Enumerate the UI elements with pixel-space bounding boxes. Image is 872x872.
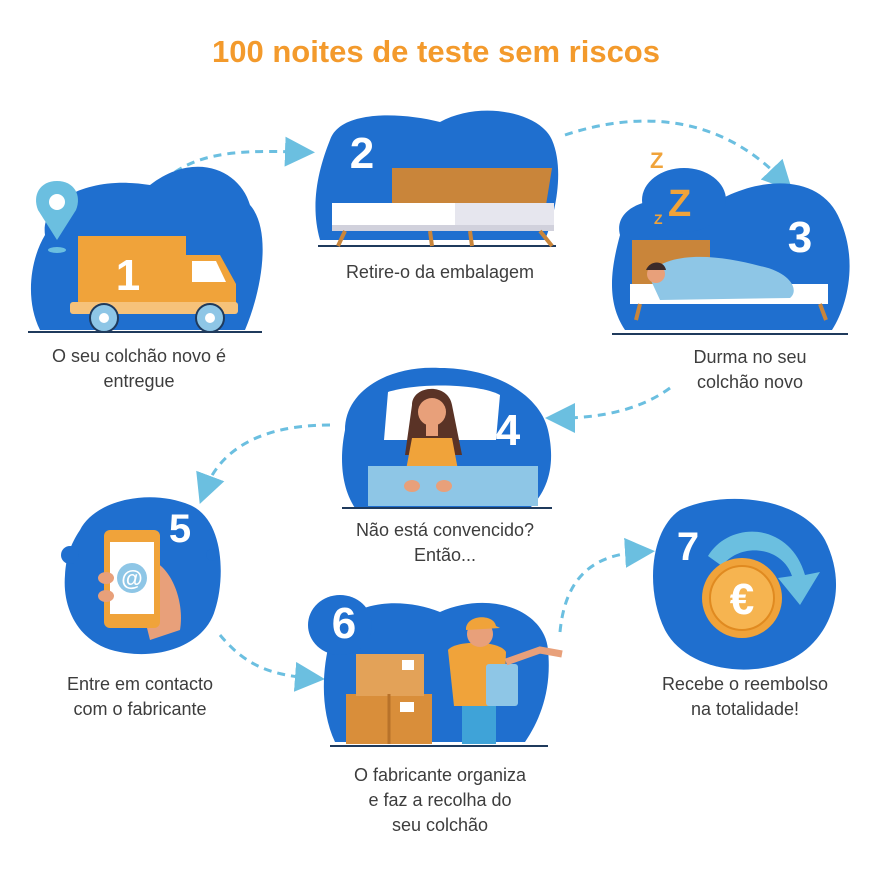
step-4-caption-line-2: Então... <box>413 545 477 565</box>
step-1-illustration: 1 <box>28 166 263 333</box>
step-6-number: 6 <box>332 599 356 648</box>
step-5-caption-line-2: com o fabricante <box>73 699 207 719</box>
refund-arrow-icon <box>708 531 820 605</box>
step-3-caption-line-1: Durma no seu <box>693 347 807 367</box>
sleep-z-large: Z <box>668 183 691 225</box>
step-2-caption: Retire-o da embalagem <box>310 260 570 285</box>
step-6-caption-line-3: seu colchão <box>391 815 489 835</box>
courier-icon <box>448 617 563 744</box>
step-3-caption: Durma no seu colchão novo <box>660 345 840 395</box>
bed-icon <box>332 168 554 248</box>
step-6-caption: O fabricante organiza e faz a recolha do… <box>320 763 560 838</box>
arrow-6-to-7 <box>558 537 655 633</box>
step-7-caption-line-1: Recebe o reembolso <box>661 674 829 694</box>
sleep-z-icon: Z Z Z <box>650 148 691 227</box>
step-4-caption: Não está convencido? Então... <box>320 518 570 568</box>
step-1-caption-line-1: O seu colchão novo é <box>51 346 227 366</box>
smartphone-icon: @ <box>98 530 181 640</box>
sleeping-person-icon <box>630 240 828 321</box>
step-2-caption-line-1: Retire-o da embalagem <box>345 262 535 282</box>
arrow-5-to-6 <box>218 634 325 692</box>
step-1-caption-line-2: entregue <box>103 371 175 391</box>
step-2-number: 2 <box>350 129 374 178</box>
location-pin-icon <box>36 181 78 253</box>
arrow-3-to-4 <box>545 386 671 433</box>
step-4-number: 4 <box>496 406 521 455</box>
boxes-icon <box>346 654 432 744</box>
step-1-caption: O seu colchão novo é entregue <box>10 344 268 394</box>
step-3-caption-line-2: colchão novo <box>696 372 804 392</box>
step-5-caption-line-1: Entre em contacto <box>66 674 214 694</box>
page-title: 100 noites de teste sem riscos <box>211 34 660 69</box>
step-5-number: 5 <box>169 507 191 551</box>
sleep-z-small: Z <box>650 148 663 173</box>
arrow-4-to-5 <box>196 423 331 505</box>
step-6-caption-line-1: O fabricante organiza <box>353 765 527 785</box>
step-4-caption-line-1: Não está convencido? <box>355 520 535 540</box>
step-7-caption: Recebe o reembolso na totalidade! <box>640 672 850 722</box>
step-3-number: 3 <box>788 213 812 262</box>
euro-symbol: € <box>730 575 754 624</box>
woman-in-bed-icon <box>368 385 538 506</box>
arrow-1-to-2 <box>138 136 315 216</box>
step-7-number: 7 <box>677 525 699 569</box>
step-7-illustration: € 7 <box>653 498 837 670</box>
step-5-illustration: @ 5 <box>61 497 221 655</box>
step-6-illustration: 6 <box>308 595 563 747</box>
euro-coin-icon: € <box>702 558 782 638</box>
step-4-illustration: 4 <box>342 367 552 509</box>
step-1-number: 1 <box>116 251 140 300</box>
flow-arrows <box>138 119 793 692</box>
step-7-caption-line-2: na totalidade! <box>690 699 800 719</box>
at-sign-icon: @ <box>121 566 142 591</box>
step-6-caption-line-2: e faz a recolha do <box>368 790 512 810</box>
step-5-caption: Entre em contacto com o fabricante <box>30 672 250 722</box>
step-2-illustration: 2 <box>315 110 559 248</box>
arrow-2-to-3 <box>564 119 793 191</box>
delivery-truck-icon <box>70 236 238 333</box>
step-3-illustration: Z Z Z 3 <box>611 148 850 335</box>
sleep-z-tiny: Z <box>654 211 663 227</box>
